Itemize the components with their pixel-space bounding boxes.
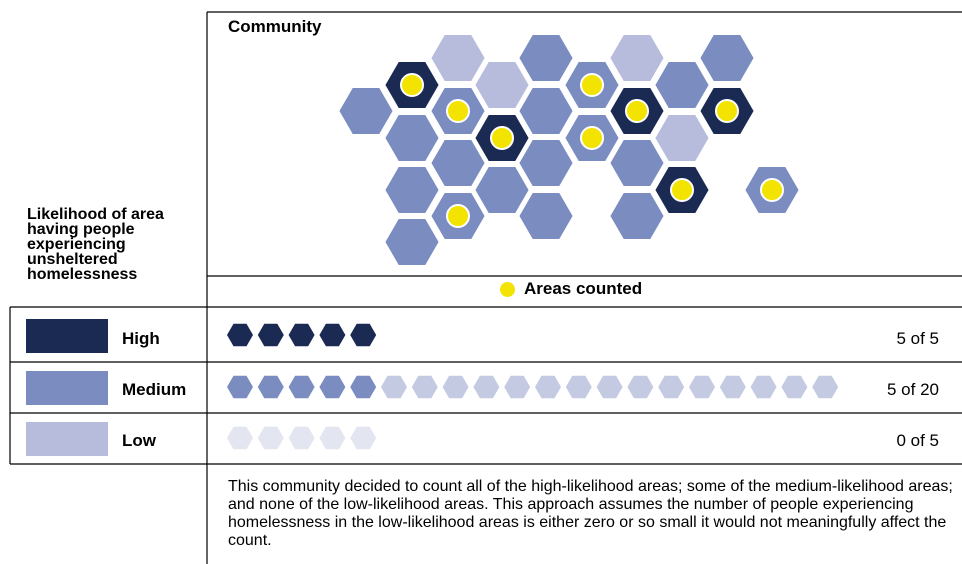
row-hex-medium-not-counted (411, 375, 438, 399)
high-label: High (122, 329, 160, 348)
areas-counted-legend: Areas counted (500, 279, 642, 299)
row-hex-medium-counted (350, 375, 377, 399)
map-hex-medium (382, 112, 442, 164)
low-count: 0 of 5 (896, 431, 939, 450)
medium-label: Medium (122, 380, 187, 399)
map-hex-medium (428, 137, 488, 189)
counted-dot (760, 178, 784, 202)
row-hex-medium-not-counted (381, 375, 407, 399)
row-hex-medium-not-counted (473, 375, 500, 399)
map-hex-medium (697, 32, 757, 84)
row-hex-medium-counted (319, 375, 346, 399)
row-hex-low-not-counted (227, 426, 253, 450)
row-hex-high-counted (350, 323, 377, 347)
counted-dot (715, 99, 739, 123)
counted-dot (580, 126, 604, 150)
row-hex-medium-not-counted (719, 375, 746, 399)
counted-dot (580, 73, 604, 97)
map-hex-low (652, 112, 712, 164)
high-count: 5 of 5 (896, 329, 939, 348)
high-swatch (26, 319, 108, 353)
counted-dot-icon (500, 281, 515, 297)
row-hex-medium-not-counted (565, 375, 592, 399)
map-hex-medium (516, 190, 576, 242)
row-hex-medium-counted (257, 375, 284, 399)
likelihood-hex-rows (227, 323, 839, 450)
low-swatch (26, 422, 108, 456)
map-hex-medium (336, 85, 396, 137)
row-hex-medium-not-counted (812, 375, 839, 399)
row-hex-medium-not-counted (627, 375, 654, 399)
map-hex-medium (516, 85, 576, 137)
map-hex-medium (382, 216, 442, 268)
row-hex-medium-not-counted (689, 375, 715, 399)
row-hex-medium-not-counted (442, 375, 469, 399)
map-hex-medium (607, 137, 667, 189)
row-hex-medium-not-counted (658, 375, 685, 399)
map-hex-low (428, 32, 488, 84)
row-hex-high-counted (319, 323, 346, 347)
row-hex-low-not-counted (319, 426, 346, 450)
low-label: Low (122, 431, 156, 450)
likelihood-axis-title: Likelihood of area having people experie… (27, 206, 164, 283)
counted-dot (625, 99, 649, 123)
map-hex-low (607, 32, 667, 84)
counted-dot (446, 204, 470, 228)
row-hex-low-not-counted (350, 426, 377, 450)
map-hex-low (472, 59, 532, 111)
map-hex-medium (382, 164, 442, 216)
community-hex-map (336, 32, 802, 268)
row-hex-medium-not-counted (596, 375, 623, 399)
medium-count: 5 of 20 (887, 380, 939, 399)
row-hex-low-not-counted (288, 426, 315, 450)
counted-dot (446, 99, 470, 123)
row-hex-high-counted (227, 323, 253, 347)
row-hex-high-counted (288, 323, 315, 347)
map-hex-medium (516, 137, 576, 189)
counted-dot (400, 73, 424, 97)
row-hex-medium-not-counted (750, 375, 777, 399)
description-text: This community decided to count all of t… (228, 478, 953, 549)
row-hex-medium-not-counted (781, 375, 808, 399)
row-hex-medium-counted (288, 375, 315, 399)
counted-dot (670, 178, 694, 202)
row-hex-medium-not-counted (535, 375, 561, 399)
row-hex-medium-not-counted (504, 375, 531, 399)
map-hex-medium (516, 32, 576, 84)
map-hex-medium (607, 190, 667, 242)
medium-swatch (26, 371, 108, 405)
row-hex-low-not-counted (257, 426, 284, 450)
row-hex-medium-counted (227, 375, 253, 399)
areas-counted-label: Areas counted (524, 279, 643, 298)
map-hex-medium (652, 59, 712, 111)
counted-dot (490, 126, 514, 150)
community-title: Community (228, 17, 322, 36)
map-hex-medium (472, 164, 532, 216)
row-hex-high-counted (257, 323, 284, 347)
